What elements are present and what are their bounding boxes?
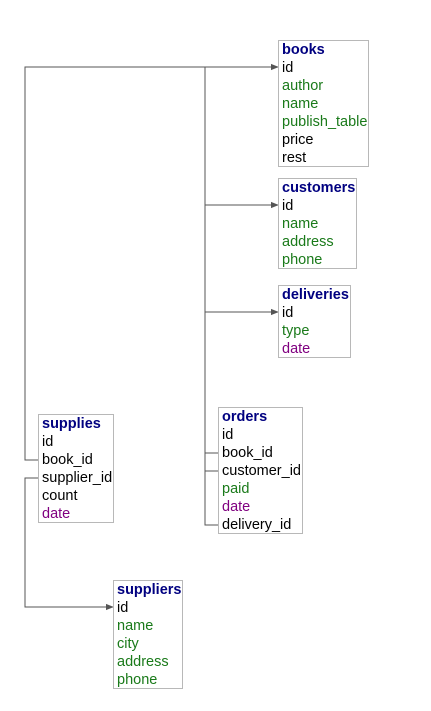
column-delivery-id: delivery_id [222,517,292,533]
column-id: id [42,434,54,450]
column-id: id [282,60,294,76]
column-count: count [42,488,78,504]
edge-orders-delivery-id-to-deliveries [204,308,279,526]
column-id: id [282,198,294,214]
table-orders[interactable]: orders id book_id customer_id paid date … [218,407,303,534]
column-type: type [282,323,310,339]
edge-orders-book-id-to-books [204,67,218,454]
column-city: city [117,636,139,652]
table-books[interactable]: books id author name publish_table price… [278,40,369,167]
table-supplies[interactable]: supplies id book_id supplier_id count da… [38,414,114,523]
column-customer-id: customer_id [222,463,301,479]
column-id: id [282,305,294,321]
column-name: name [117,618,154,634]
column-date: date [42,506,71,522]
column-id: id [222,427,234,443]
edge-supplies-book-id-to-books [24,63,279,461]
table-suppliers[interactable]: suppliers id name city address phone [113,580,183,689]
table-title: supplies [42,416,101,432]
table-title: orders [222,409,268,425]
column-paid: paid [222,481,250,497]
column-book-id: book_id [222,445,273,461]
column-author: author [282,78,324,94]
column-price: price [282,132,314,148]
column-supplier-id: supplier_id [42,470,113,486]
edge-supplies-supplier-id-to-suppliers [24,477,114,611]
column-address: address [117,654,169,670]
table-title: suppliers [117,582,182,598]
table-title: books [282,42,325,58]
table-deliveries[interactable]: deliveries id type date [278,285,351,358]
column-book-id: book_id [42,452,93,468]
column-rest: rest [282,150,307,166]
column-date: date [282,341,311,357]
table-customers[interactable]: customers id name address phone [278,178,357,269]
column-address: address [282,234,334,250]
column-phone: phone [282,252,323,268]
table-title: customers [282,180,356,196]
column-publish-table: publish_table [282,114,368,130]
column-name: name [282,96,319,112]
table-title: deliveries [282,287,349,303]
column-name: name [282,216,319,232]
column-date: date [222,499,251,515]
column-phone: phone [117,672,158,688]
column-id: id [117,600,129,616]
